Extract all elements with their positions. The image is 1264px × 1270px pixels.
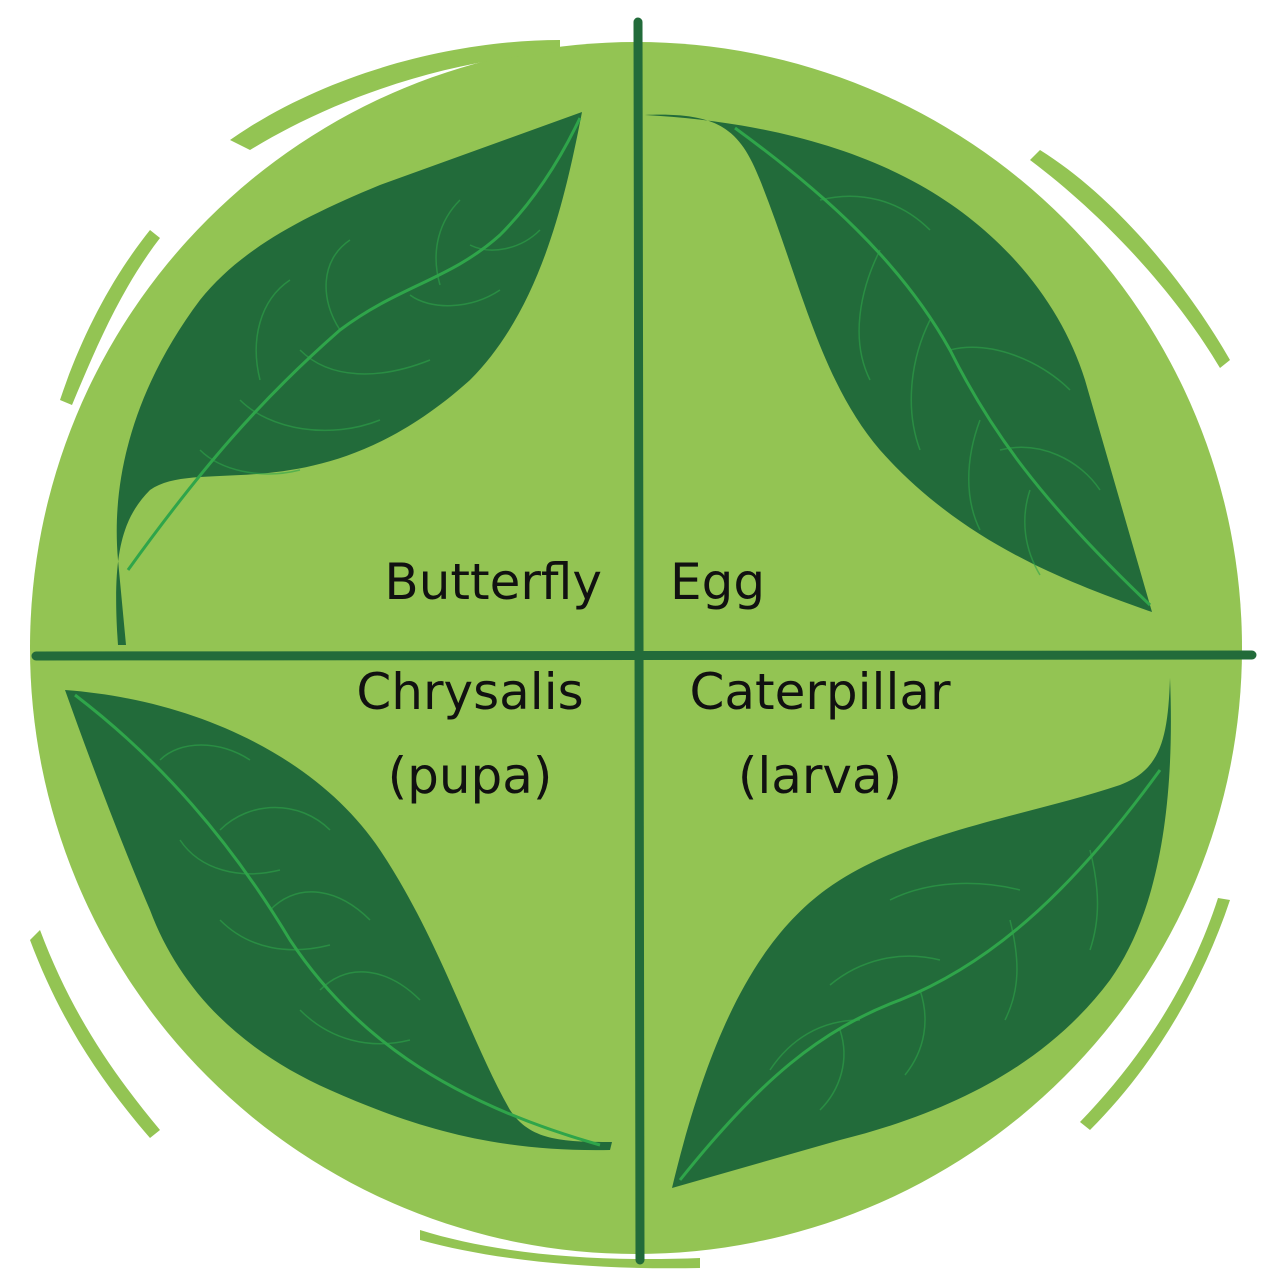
egg-text: Egg — [670, 540, 765, 624]
caterpillar-subtext: (larva) — [640, 734, 1000, 818]
chrysalis-subtext: (pupa) — [290, 734, 650, 818]
chrysalis-text: Chrysalis — [290, 650, 650, 734]
butterfly-text: Butterfly — [384, 540, 602, 624]
label-butterfly: Butterfly — [384, 540, 602, 624]
vertical-divider — [638, 22, 640, 1260]
label-chrysalis: Chrysalis (pupa) — [290, 650, 650, 818]
label-caterpillar: Caterpillar (larva) — [640, 650, 1000, 818]
label-egg: Egg — [670, 540, 765, 624]
caterpillar-text: Caterpillar — [640, 650, 1000, 734]
